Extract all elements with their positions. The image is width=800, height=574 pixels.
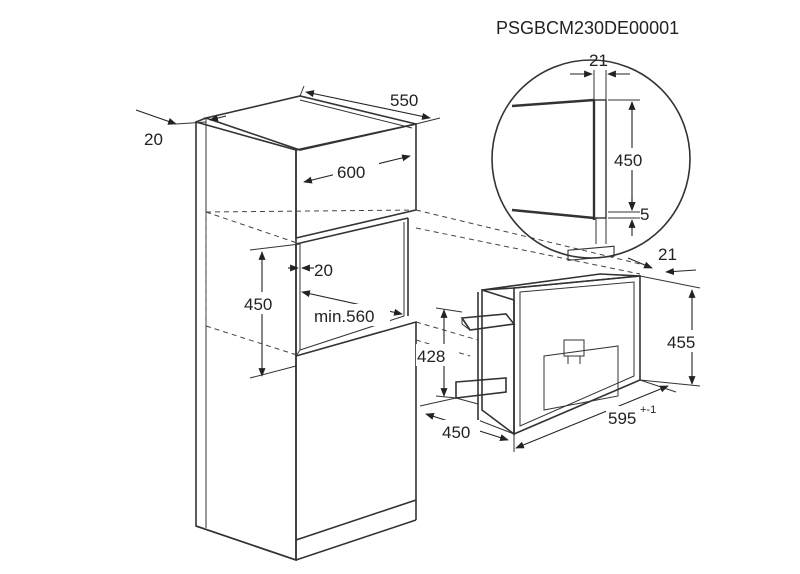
dim-front-offset: 21	[627, 245, 697, 275]
label-width: 600	[337, 163, 365, 182]
label-niche-side: 20	[314, 261, 333, 280]
label-top-depth: 550	[390, 91, 418, 110]
dim-appliance-depth: 450	[419, 397, 509, 442]
dim-niche-depth: min.560	[301, 290, 403, 326]
label-appliance-height: 455	[667, 333, 695, 352]
label-detail-bottom: 5	[640, 205, 649, 224]
dim-niche-side: 20	[288, 261, 333, 280]
label-niche-height: 450	[244, 295, 272, 314]
dim-appliance-height: 455	[639, 275, 706, 387]
label-width-tolerance: +-1	[640, 404, 656, 416]
label-appliance-width: 595	[608, 409, 636, 428]
label-detail-gap: 21	[589, 51, 608, 70]
detail-view: 21 450 5	[491, 51, 691, 259]
dim-niche-height: 450	[242, 243, 301, 379]
model-code: PSGBCM230DE00001	[496, 18, 679, 38]
label-inner-height: 428	[417, 347, 445, 366]
label-detail-height: 450	[614, 151, 642, 170]
label-side-panel: 20	[144, 130, 163, 149]
dim-top-depth: 550	[299, 85, 441, 125]
dim-appliance-width: 595 +-1	[513, 379, 677, 452]
appliance	[455, 245, 641, 436]
label-appliance-depth: 450	[442, 423, 470, 442]
label-front-offset: 21	[658, 245, 677, 264]
label-niche-depth: min.560	[314, 307, 374, 326]
dim-inner-height: 428	[416, 307, 463, 399]
dim-width: 600	[303, 154, 411, 184]
cabinet	[195, 95, 417, 562]
dim-side-panel: 20	[135, 109, 227, 149]
